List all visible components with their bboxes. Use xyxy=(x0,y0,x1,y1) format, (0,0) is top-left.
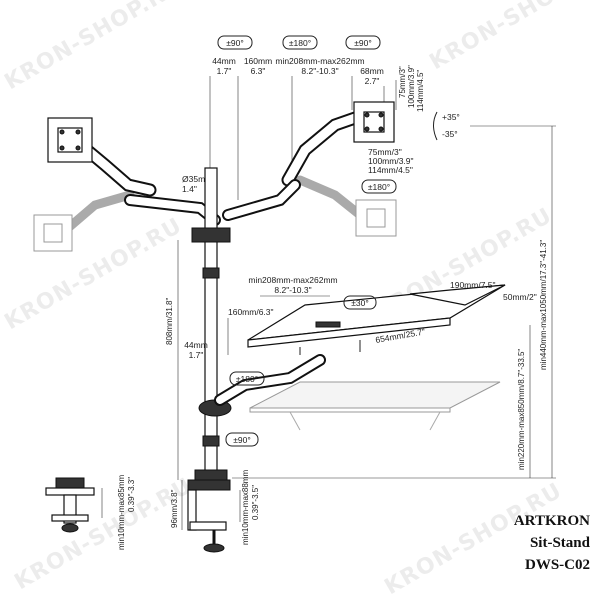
clamp-jaw xyxy=(189,521,227,531)
ghost-tray xyxy=(249,381,501,409)
angle-label: +35° xyxy=(442,112,460,122)
dim-label: 68mm xyxy=(360,66,384,76)
dim-label: min208mm-max262mm xyxy=(248,275,337,285)
tilt-indicator: +35° -35° xyxy=(433,111,460,141)
tray-handle xyxy=(315,321,341,328)
angle-label: ±90° xyxy=(233,435,251,445)
dim-label: 44mm xyxy=(184,340,208,350)
right-monitor-arm xyxy=(222,101,397,237)
height-dimensions: 808mm/31.8" min220mm-max850mm/8.7"-33.5"… xyxy=(165,125,556,480)
dim-label: min208mm-max262mm xyxy=(275,56,364,66)
keyboard-tray-arm: ±180° xyxy=(198,354,326,417)
keyboard-tray xyxy=(247,284,506,431)
base-rotation-badge: ±90° xyxy=(225,432,259,447)
grommet-nut xyxy=(61,523,79,533)
dim-label: 808mm/31.8" xyxy=(165,298,174,345)
clamp-top xyxy=(187,479,231,491)
pole-diameter-label: Ø35mm 1.4" xyxy=(182,174,212,194)
desk-clamp: 96mm/3.8" min10mm-max88mm 0.39"-3.5" xyxy=(170,470,260,553)
dim-label: 160mm xyxy=(244,56,272,66)
dim-label: 8.2"-10.3" xyxy=(274,285,311,295)
grommet-top xyxy=(55,477,85,489)
dim-label: 160mm/6.3" xyxy=(228,307,274,317)
vesa-rotation-badge: ±180° xyxy=(361,179,397,194)
watermark: KRON-SHOP.RU xyxy=(11,473,197,595)
watermark: KRON-SHOP.RU xyxy=(426,0,600,75)
left-monitor-arm xyxy=(33,117,221,252)
grommet-bottom-plate xyxy=(51,514,89,522)
collar xyxy=(202,435,220,447)
rotation-badge xyxy=(345,35,381,50)
dim-label: min10mm-max85mm xyxy=(117,475,126,550)
dim-label: 0.39"-3.5" xyxy=(251,485,260,520)
dim-label: 100mm/3.9" xyxy=(368,156,414,166)
model-number: DWS-C02 xyxy=(525,557,590,573)
angle-label: ±90° xyxy=(226,38,244,48)
mouse-pad-extension xyxy=(409,284,506,306)
dim-label: min220mm-max850mm/8.7"-33.5" xyxy=(517,349,526,470)
dim-label: 6.3" xyxy=(251,66,266,76)
clamp-knob xyxy=(203,543,225,553)
dim-label: 1.7" xyxy=(217,66,232,76)
ghost-vesa-plate xyxy=(43,223,63,243)
product-line: Sit-Stand xyxy=(530,535,591,551)
dim-label: 1.4" xyxy=(182,184,197,194)
dim-label: 75mm/3" xyxy=(398,66,407,98)
angle-label: -35° xyxy=(442,129,458,139)
collar xyxy=(202,267,220,279)
grommet-plate xyxy=(45,487,95,496)
angle-label: ±180° xyxy=(368,182,390,192)
dim-label: 100mm/3.9" xyxy=(407,65,416,108)
vesa-plate-right xyxy=(353,101,395,143)
dim-label: 96mm/3.8" xyxy=(170,489,179,528)
dim-label: min10mm-max88mm xyxy=(241,470,250,545)
dim-label: 50mm/2" xyxy=(503,292,537,302)
dim-label: 8.2"-10.3" xyxy=(301,66,338,76)
dim-label: 2.7" xyxy=(365,76,380,86)
vesa-dimensions: 75mm/3" 100mm/3.9" 114mm/4.5" 75mm/3" 10… xyxy=(368,65,425,175)
rotation-badge xyxy=(282,35,318,50)
dim-label: 75mm/3" xyxy=(368,147,402,157)
grommet-mount: min10mm-max85mm 0.39"-3.3" xyxy=(45,475,136,550)
angle-label: ±180° xyxy=(236,374,258,384)
rotation-badge xyxy=(217,35,253,50)
watermark: KRON-SHOP.RU xyxy=(1,213,187,335)
pole-tube xyxy=(204,167,218,479)
tilt-arc xyxy=(433,111,438,141)
dim-label: 190mm/7.5" xyxy=(450,280,496,290)
top-rotation-badges: ±90° ±180° ±90° xyxy=(217,35,381,50)
brand-name: ARTKRON xyxy=(514,513,590,529)
brand-block: ARTKRON Sit-Stand DWS-C02 xyxy=(514,513,591,573)
top-collar xyxy=(191,227,231,243)
angle-label: ±180° xyxy=(289,38,311,48)
ghost-arm xyxy=(295,175,365,220)
dim-label: 1.7" xyxy=(189,350,204,360)
angle-label: ±90° xyxy=(354,38,372,48)
angle-label: ±30° xyxy=(351,298,369,308)
dim-label: 114mm/4.5" xyxy=(368,165,413,175)
dim-label: 0.39"-3.3" xyxy=(127,477,136,512)
top-dimensions: 44mm 1.7" 160mm 6.3" min208mm-max262mm 8… xyxy=(209,56,385,200)
dim-label: 114mm/4.5" xyxy=(416,70,425,112)
dim-label: Ø35mm xyxy=(182,174,212,184)
dim-label: min440mm-max1050mm/17.3"-41.3" xyxy=(539,240,548,370)
dim-label: 44mm xyxy=(212,56,236,66)
watermark: KRON-SHOP.RU xyxy=(1,0,187,95)
